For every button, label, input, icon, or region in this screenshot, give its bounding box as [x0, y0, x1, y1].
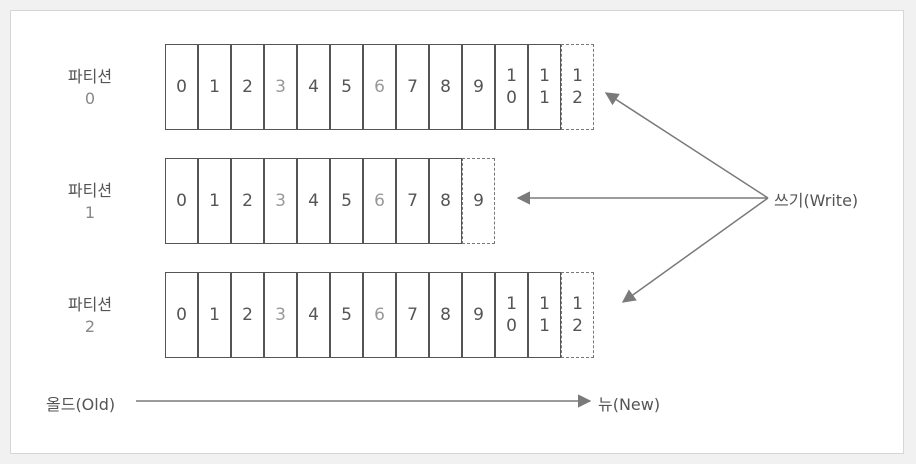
offset-digit: 1 [539, 88, 550, 108]
offset-cell: 4 [297, 158, 330, 244]
offset-digit: 1 [539, 294, 550, 314]
offset-cell: 3 [264, 44, 297, 130]
offset-cell: 1 [198, 158, 231, 244]
new-label: 뉴(New) [598, 395, 661, 414]
offset-digit: 2 [572, 88, 583, 108]
offset-cell: 2 [231, 272, 264, 358]
offset-cell: 3 [264, 272, 297, 358]
offset-cell: 4 [297, 272, 330, 358]
offset-digit: 0 [506, 88, 517, 108]
offset-digit: 2 [572, 316, 583, 336]
partition-label-index: 0 [84, 89, 96, 108]
offset-cell: 8 [429, 272, 462, 358]
offset-cell: 0 [165, 44, 198, 130]
offset-cell: 5 [330, 44, 363, 130]
offset-cell: 4 [297, 44, 330, 130]
offset-digit: 1 [539, 66, 550, 86]
old-label: 올드(Old) [46, 395, 116, 414]
offset-cell: 6 [363, 158, 396, 244]
offset-cell: 7 [396, 272, 429, 358]
offset-cell: 6 [363, 44, 396, 130]
offset-cell: 0 [165, 272, 198, 358]
partition-label-text: 파티션 [67, 295, 113, 314]
offset-digit: 1 [572, 294, 583, 314]
partition-label-index: 2 [84, 317, 96, 336]
offset-digit: 0 [506, 316, 517, 336]
write-arrow-partition-2 [621, 197, 769, 303]
write-arrow-partition-0 [604, 92, 769, 199]
offset-digit: 1 [539, 316, 550, 336]
partition-label-text: 파티션 [67, 181, 113, 200]
partition-label-text: 파티션 [67, 67, 113, 86]
offset-cell: 2 [231, 44, 264, 130]
offset-cell: 9 [462, 44, 495, 130]
partition-label-1: 파티션 1 [60, 180, 120, 224]
next-offset-cell: 9 [462, 158, 495, 244]
offset-cell: 8 [429, 158, 462, 244]
offset-cell: 1 [198, 272, 231, 358]
offset-digit: 1 [506, 294, 517, 314]
partition-label-index: 1 [84, 203, 96, 222]
offset-cell: 2 [231, 158, 264, 244]
offset-cell: 7 [396, 44, 429, 130]
offset-digit: 1 [572, 66, 583, 86]
offset-cell: 3 [264, 158, 297, 244]
offset-cell: 1 [198, 44, 231, 130]
offset-cell: 6 [363, 272, 396, 358]
offset-digit: 1 [506, 66, 517, 86]
offset-cell: 0 [165, 158, 198, 244]
offset-cell: 9 [462, 272, 495, 358]
write-label: 쓰기(Write) [774, 191, 859, 210]
offset-cell: 5 [330, 272, 363, 358]
partition-label-2: 파티션 2 [60, 294, 120, 338]
offset-cell: 5 [330, 158, 363, 244]
partition-label-0: 파티션 0 [60, 66, 120, 110]
offset-cell: 8 [429, 44, 462, 130]
offset-cell: 7 [396, 158, 429, 244]
